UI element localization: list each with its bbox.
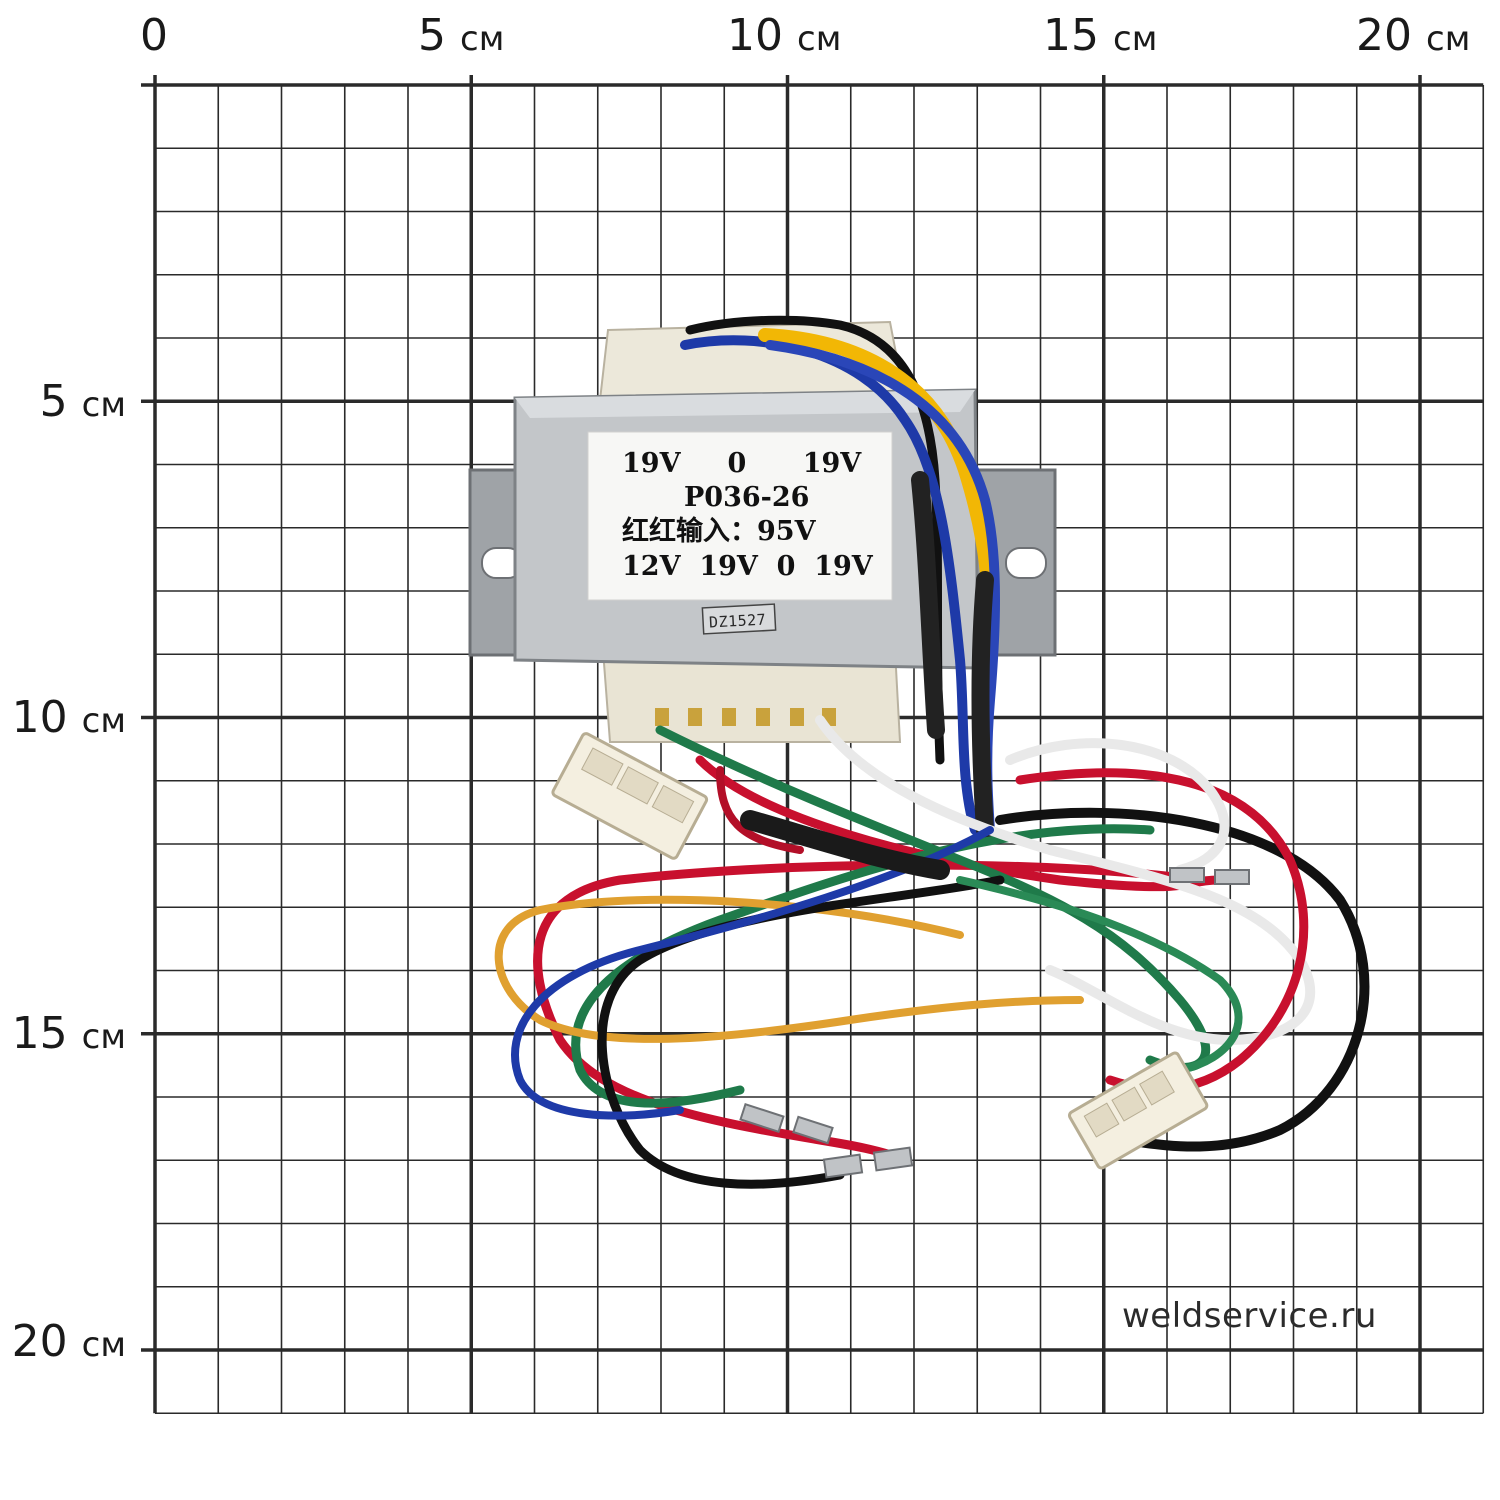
x-label-0: 0 bbox=[140, 14, 168, 58]
wire-red-4 bbox=[716, 766, 804, 854]
y-label-5-unit: см bbox=[81, 385, 126, 425]
y-label-15-value: 15 bbox=[11, 1008, 68, 1059]
top-wires bbox=[680, 315, 1000, 839]
wire-black-1 bbox=[995, 807, 1370, 1152]
y-label-5: 5 см bbox=[0, 380, 126, 424]
x-label-5-value: 5 bbox=[418, 10, 446, 61]
y-label-20-value: 20 bbox=[11, 1316, 68, 1367]
x-label-10-unit: см bbox=[797, 19, 842, 59]
x-label-15-unit: см bbox=[1113, 19, 1158, 59]
connector-4pin bbox=[1068, 1051, 1209, 1170]
x-label-5-unit: см bbox=[460, 19, 505, 59]
x-label-0-value: 0 bbox=[140, 10, 168, 61]
x-label-10-value: 10 bbox=[727, 10, 783, 61]
plate-line-input: 红红输入：95V bbox=[622, 516, 816, 547]
y-label-15-unit: см bbox=[81, 1017, 126, 1057]
y-label-10: 10 см bbox=[0, 696, 126, 740]
x-label-20-unit: см bbox=[1426, 19, 1471, 59]
heatshrink-black-1 bbox=[911, 471, 945, 739]
connectors bbox=[551, 732, 1250, 1179]
x-label-20-value: 20 bbox=[1356, 10, 1412, 61]
y-label-15: 15 см bbox=[0, 1012, 126, 1056]
wire-green-3 bbox=[956, 876, 1243, 1074]
label-plate bbox=[587, 431, 893, 601]
spade-terminals bbox=[739, 867, 1250, 1179]
y-label-10-value: 10 bbox=[11, 692, 68, 743]
watermark: weldservice.ru bbox=[1122, 1296, 1377, 1336]
heatshrink-bundle bbox=[740, 810, 950, 880]
x-label-10: 10 см bbox=[727, 14, 841, 58]
serial-stamp: DZ1527 bbox=[708, 610, 767, 632]
metal-shell-shade bbox=[515, 390, 975, 418]
heatshrink-black-2 bbox=[971, 571, 994, 839]
x-label-15-value: 15 bbox=[1043, 10, 1099, 61]
connector-6pin bbox=[551, 732, 709, 860]
y-label-20: 20 см bbox=[0, 1320, 126, 1364]
measurement-grid bbox=[141, 75, 1485, 1415]
x-label-5: 5 см bbox=[418, 14, 504, 58]
wire-orange-1 bbox=[494, 895, 1084, 1043]
wire-white-1 bbox=[815, 715, 1316, 1046]
x-label-20: 20 см bbox=[1356, 14, 1470, 58]
wire-green-1 bbox=[655, 725, 1211, 1072]
wire-blue-1 bbox=[511, 826, 994, 1120]
wire-white-2 bbox=[1005, 738, 1230, 875]
plate-line-voltages-bottom: 12V 19V 0 19V bbox=[622, 551, 873, 582]
stamp-box bbox=[701, 603, 777, 635]
x-label-15: 15 см bbox=[1043, 14, 1157, 58]
plate-line-voltages-top: 19V 0 19V bbox=[622, 448, 862, 479]
bracket-slot-right bbox=[1005, 547, 1047, 579]
transformer bbox=[468, 320, 1057, 743]
y-label-5-value: 5 bbox=[39, 376, 68, 427]
y-label-20-unit: см bbox=[81, 1325, 126, 1365]
terminal-pins bbox=[655, 708, 836, 726]
plate-line-model: P036-26 bbox=[684, 482, 810, 513]
y-label-10-unit: см bbox=[81, 701, 126, 741]
wire-black-2 bbox=[597, 875, 1005, 1189]
